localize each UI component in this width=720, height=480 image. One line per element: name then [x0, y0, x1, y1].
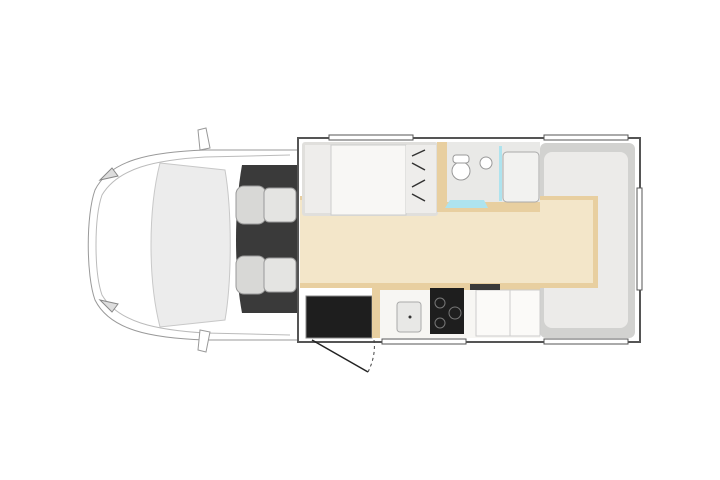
window-rear-right	[543, 338, 629, 345]
fridge	[475, 289, 511, 337]
window-rear	[636, 187, 643, 291]
mirror-left	[197, 127, 211, 151]
entry-door-arc	[367, 339, 375, 373]
driver-seat	[235, 185, 297, 225]
dinette-table	[330, 144, 407, 216]
shower-screen	[499, 146, 502, 201]
cupboard	[509, 289, 541, 337]
kitchen	[372, 283, 541, 338]
cab-inner-outline	[95, 154, 291, 336]
corridor-floor-inner	[300, 200, 593, 283]
hood-windshield	[150, 162, 231, 328]
stove-icon	[430, 288, 464, 334]
shower-tray	[502, 151, 540, 203]
dinette	[302, 142, 438, 216]
washbasin-icon	[479, 156, 493, 170]
entry-door-swing	[311, 339, 369, 373]
bathroom-glass-door	[445, 200, 488, 208]
window-rear-left	[543, 134, 629, 141]
vehicle-cab	[87, 127, 301, 353]
toilet-cistern	[452, 154, 470, 164]
headlight-right	[98, 299, 119, 313]
window-dinette	[328, 134, 414, 141]
storage-cabinet	[305, 295, 373, 339]
dinette-seat-front	[305, 145, 331, 213]
living-area	[297, 134, 643, 373]
dinette-seat-rear	[406, 145, 436, 213]
bathroom	[437, 142, 540, 212]
headlight-left	[98, 167, 119, 181]
mirror-right	[197, 329, 211, 353]
window-kitchen	[381, 338, 467, 345]
passenger-seat	[235, 255, 297, 295]
toilet-icon	[451, 161, 471, 181]
bunk-ladder-marks	[411, 149, 426, 202]
